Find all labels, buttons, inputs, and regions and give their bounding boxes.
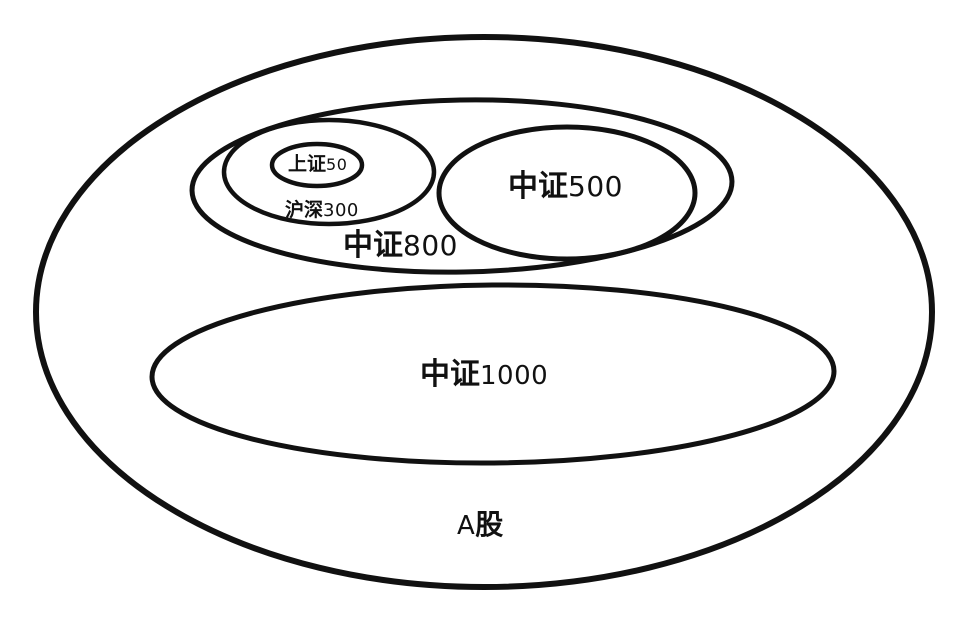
csi800-label-num: 800 [403, 229, 458, 262]
csi800-label: 中证800 [343, 231, 458, 261]
a-share-ellipse [33, 34, 935, 590]
sse50-label: 上证50 [288, 155, 347, 174]
csi1000-label-cn: 中证 [420, 357, 480, 392]
csi500-label-cn: 中证 [508, 169, 568, 204]
csi500-label: 中证500 [508, 172, 623, 202]
hs300-label: 沪深300 [285, 201, 359, 220]
sse50-label-cn: 上证 [288, 153, 327, 175]
a-share-label-prefix: A [457, 511, 476, 541]
csi500-label-num: 500 [568, 170, 623, 203]
a-share-label-cn: 股 [475, 508, 504, 541]
csi800-ellipse [189, 97, 735, 275]
csi1000-label: 中证1000 [420, 360, 548, 390]
csi1000-label-num: 1000 [480, 361, 549, 391]
hs300-ellipse [221, 117, 437, 227]
hs300-label-num: 300 [323, 200, 359, 221]
hs300-label-cn: 沪深 [285, 199, 324, 221]
a-share-label: A股 [457, 508, 504, 541]
csi1000-ellipse [149, 282, 837, 466]
csi500-ellipse [436, 124, 698, 262]
sse50-label-num: 50 [326, 155, 348, 174]
sse50-ellipse [269, 141, 365, 189]
csi800-label-cn: 中证 [343, 228, 403, 263]
